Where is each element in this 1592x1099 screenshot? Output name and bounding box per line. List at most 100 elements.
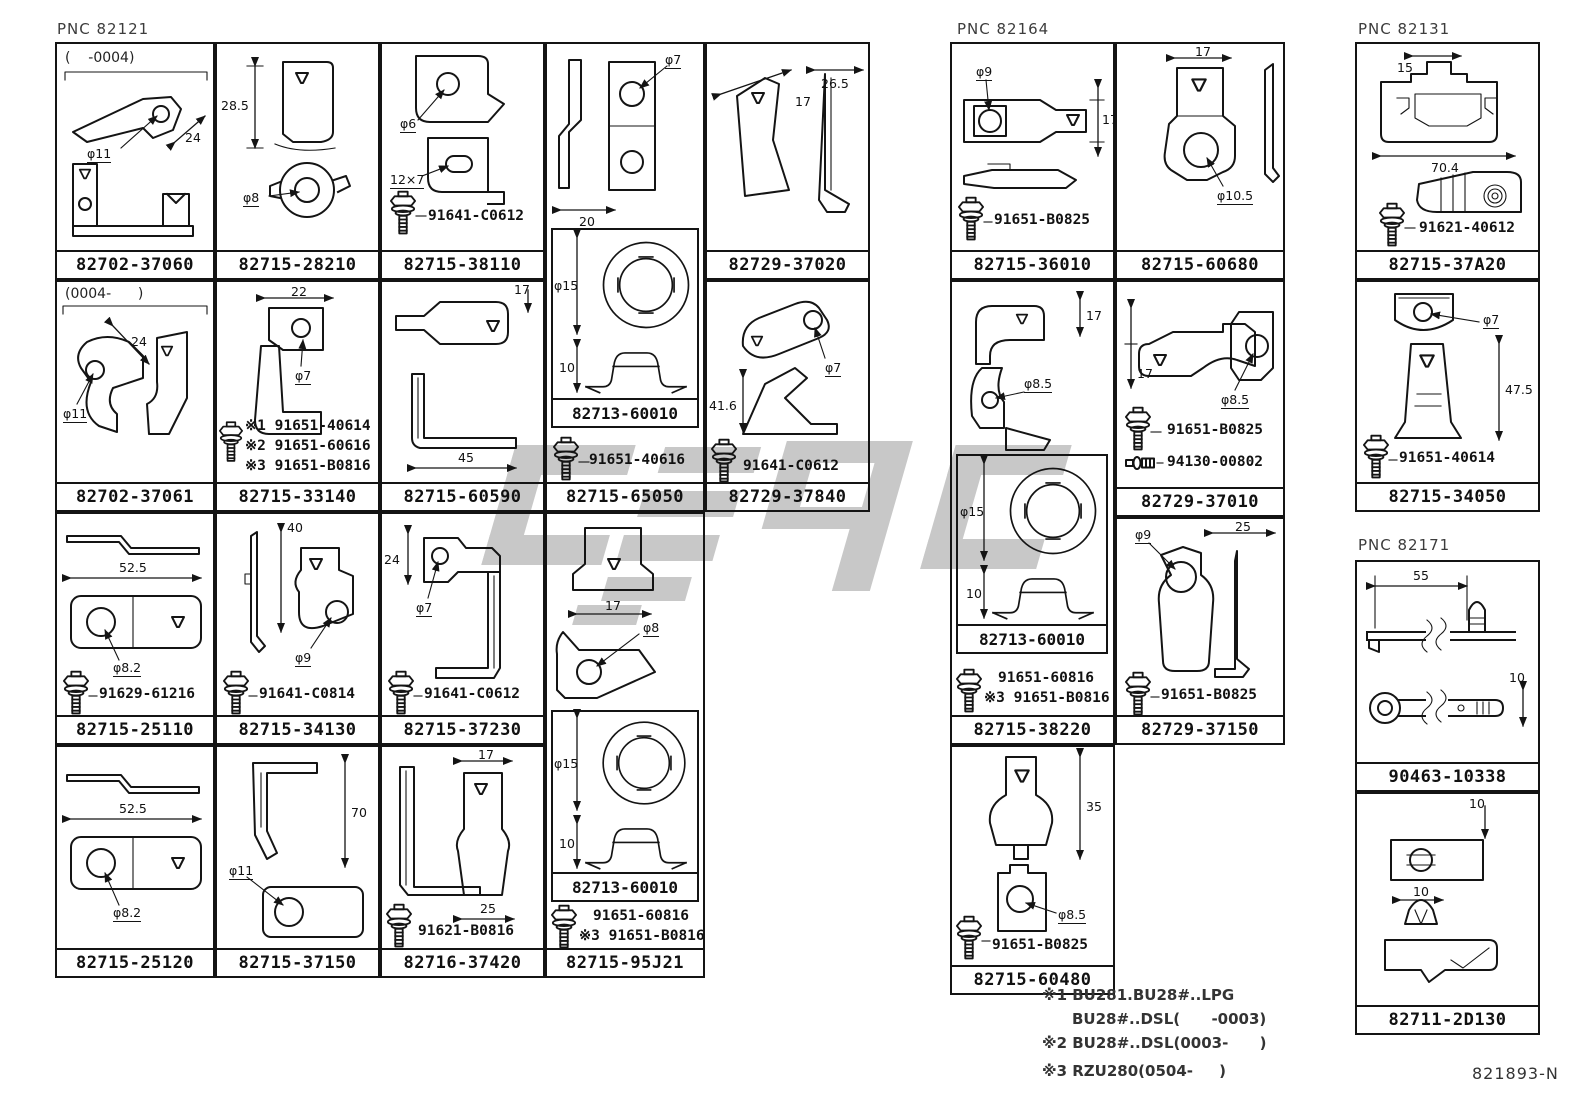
part-number: 82715-33140	[217, 482, 378, 510]
bolt-ref-1: 91651-60816	[593, 908, 690, 924]
bolt-ref: 91641-C0814	[259, 686, 356, 702]
clamp-drawing	[573, 709, 687, 870]
dim-phi7: φ7	[665, 52, 682, 69]
part-number: 82729-37020	[707, 250, 868, 278]
dim-41-6: 41.6	[709, 398, 737, 413]
dim-phi7: φ7	[1483, 312, 1500, 329]
dim-phi15: φ15	[554, 278, 579, 293]
part-drawing	[711, 300, 838, 483]
dim-phi7: φ7	[825, 360, 842, 377]
dim-phi9: φ9	[295, 650, 312, 667]
part-number: 82715-25110	[57, 715, 213, 743]
cell-82715-36010: φ9 17 91651-B0825 82715-36010	[950, 42, 1118, 280]
part-number: 82715-95J21	[547, 948, 703, 976]
bolt-ref: 91651-40614	[1399, 450, 1496, 466]
part-drawing	[64, 71, 208, 237]
part-drawing	[219, 294, 334, 462]
dim-17: 17	[605, 598, 621, 613]
note-2: ※2 BU28#..DSL(0003- )	[1042, 1034, 1267, 1052]
part-drawing	[395, 289, 532, 472]
part-drawing	[386, 757, 515, 948]
dim-phi8: φ8	[643, 620, 660, 637]
part-drawing	[246, 57, 351, 218]
dim-phi8: φ8	[243, 190, 260, 207]
dim-20: 20	[579, 214, 595, 229]
pnc-82131-label: PNC 82131	[1358, 20, 1451, 38]
part-number: 82715-37A20	[1357, 250, 1538, 278]
note-3: ※3 RZU280(0504- )	[1042, 1062, 1226, 1080]
dim-10: 10	[559, 836, 575, 851]
part-number: 82715-65050	[547, 482, 703, 510]
cell-82711-2D130: 10 10 82711-2D130	[1355, 792, 1540, 1035]
cell-82715-38110: φ6 12×7 91641-C0612 82715-38110	[380, 42, 545, 280]
bolt-ref: 91651-B0825	[992, 937, 1089, 953]
part-drawing	[1124, 299, 1274, 470]
dim-phi9: φ9	[976, 64, 993, 81]
dim-25: 25	[1235, 519, 1251, 534]
dim-phi11: φ11	[63, 406, 88, 423]
part-drawing	[223, 523, 354, 715]
cell-82715-60590: 17 45 82715-60590	[380, 280, 545, 512]
part-drawing	[958, 79, 1105, 241]
inner-part-number: 82713-60010	[553, 872, 697, 900]
dim-22: 22	[291, 284, 307, 299]
dim-phi9: φ9	[1135, 527, 1152, 544]
dim-12x7: 12×7	[390, 172, 425, 189]
watermark-logo	[481, 441, 1072, 625]
part-drawing	[956, 291, 1084, 713]
dim-40: 40	[287, 520, 303, 535]
bolt-ref: 91629-61216	[99, 686, 196, 702]
bolt-ref-1: ※1 91651-40614	[245, 418, 371, 434]
pin-ref: 94130-00802	[1167, 454, 1264, 470]
dim-26-5: 26.5	[821, 76, 849, 91]
production-range-note: (0004- )	[65, 286, 144, 302]
part-number: 82729-37150	[1117, 715, 1283, 743]
cell-82729-37840: φ7 41.6 91641-C0612 82729-37840	[705, 280, 870, 512]
inner-part-number: 82713-60010	[553, 398, 697, 426]
dim-24: 24	[131, 334, 147, 349]
part-drawing	[1384, 805, 1498, 983]
dim-52-5: 52.5	[119, 801, 147, 816]
cell-82715-38220: 17 φ8.5 φ15 10 82713-60010 91651-60816 ※…	[950, 280, 1115, 745]
dim-70: 70	[351, 805, 367, 820]
dim-phi15: φ15	[960, 504, 985, 519]
dim-24: 24	[185, 130, 201, 145]
dim-17: 17	[1086, 308, 1102, 323]
part-drawing	[1363, 293, 1503, 479]
part-number: 82702-37060	[57, 250, 213, 278]
cell-82729-37020: 17 26.5 82729-37020	[705, 42, 870, 280]
part-number: 82729-37840	[707, 482, 868, 510]
part-drawing	[956, 748, 1084, 960]
bolt-ref: 91621-B0816	[418, 923, 515, 939]
dim-24: 24	[384, 552, 400, 567]
dim-phi15: φ15	[554, 756, 579, 771]
part-number: 82715-36010	[952, 250, 1113, 278]
part-number: 82715-28210	[217, 250, 378, 278]
production-range-note: ( -0004)	[65, 50, 135, 66]
dim-10-b: 10	[1413, 884, 1429, 899]
part-number: 82715-60480	[952, 965, 1113, 993]
cell-82715-60680: 17 φ10.5 82715-60680	[1115, 42, 1285, 280]
dim-70-4: 70.4	[1431, 160, 1459, 175]
part-drawing	[1163, 54, 1280, 187]
dim-10: 10	[966, 586, 982, 601]
bolt-ref: 91651-40616	[589, 452, 686, 468]
dim-phi8-2: φ8.2	[113, 660, 142, 677]
pnc-82121-label: PNC 82121	[57, 20, 150, 38]
part-number: 82702-37061	[57, 482, 213, 510]
dim-25: 25	[480, 901, 496, 916]
cell-82715-34050: φ7 47.5 91651-40614 82715-34050	[1355, 280, 1540, 512]
note-1: ※1 BU281.BU28#..LPG	[1042, 986, 1235, 1004]
part-number: 90463-10338	[1357, 762, 1538, 790]
part-drawing	[246, 754, 364, 938]
cell-82715-28210: 28.5 φ8 82715-28210	[215, 42, 380, 280]
bolt-ref: 91621-40612	[1419, 220, 1516, 236]
bolt-ref: 91651-B0825	[994, 212, 1091, 228]
note-1b: BU28#..DSL( -0003)	[1072, 1010, 1267, 1028]
part-drawing	[552, 59, 668, 481]
cell-82729-37150: 25 φ9 91651-B0825 82729-37150	[1115, 517, 1285, 745]
bolt-ref: 91651-B0825	[1167, 422, 1264, 438]
part-number: 82711-2D130	[1357, 1005, 1538, 1033]
cell-82715-34130: 40 φ9 91641-C0814 82715-34130	[215, 512, 380, 745]
inner-part-number: 82713-60010	[958, 624, 1106, 652]
